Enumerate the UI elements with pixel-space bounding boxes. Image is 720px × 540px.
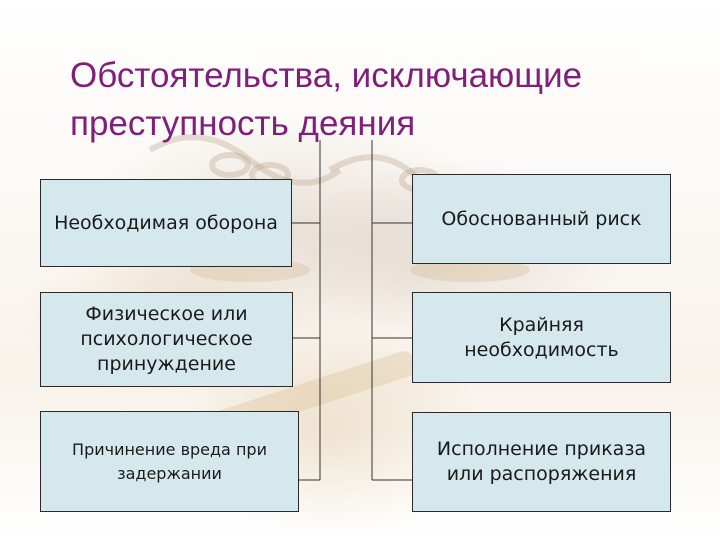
slide-title: Обстоятельства, исключающие преступность… <box>70 52 690 148</box>
box-justified-risk-label: Обоснованный риск <box>441 207 642 230</box>
box-physical-coercion-label: Физическое или психологическое принужден… <box>80 303 253 375</box>
box-execution-of-order: Исполнение приказа или распоряжения <box>412 412 671 512</box>
box-physical-coercion: Физическое или психологическое принужден… <box>40 292 293 387</box>
box-extreme-necessity-label: Крайняя необходимость <box>464 313 619 361</box>
box-extreme-necessity: Крайняя необходимость <box>412 292 671 383</box>
box-necessary-defense-label: Необходимая оборона <box>54 211 278 234</box>
box-execution-of-order-label: Исполнение приказа или распоряжения <box>436 438 647 485</box>
box-justified-risk: Обоснованный риск <box>412 174 671 264</box>
box-necessary-defense: Необходимая оборона <box>40 179 292 267</box>
slide-title-line-1: Обстоятельства, исключающие <box>70 56 583 95</box>
slide-title-line-2: преступность деяния <box>70 104 416 143</box>
box-harm-during-detention-label: Причинение вреда при задержании <box>72 439 267 483</box>
box-harm-during-detention: Причинение вреда при задержании <box>40 411 299 512</box>
